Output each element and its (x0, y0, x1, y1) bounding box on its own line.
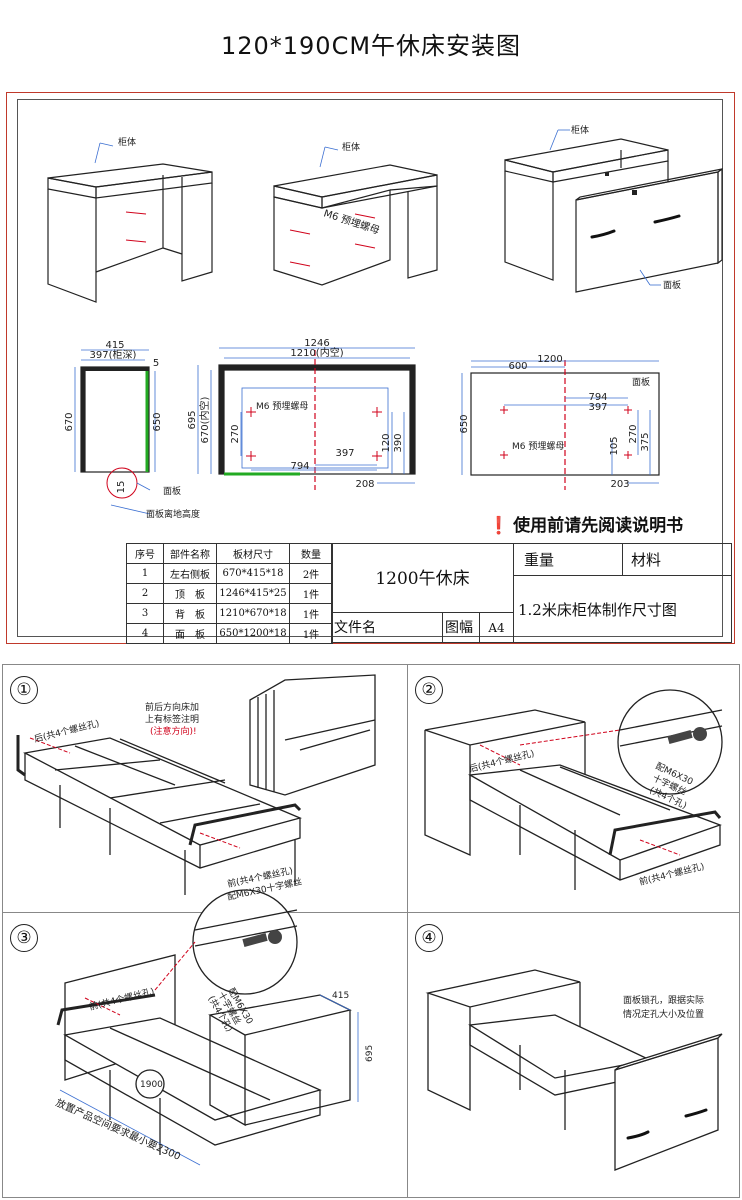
page-title: 120*190CM午休床安装图 (220, 32, 522, 60)
label-m6-nut-panel: M6 预埋螺母 (512, 441, 564, 452)
label-cabinet-3: 柜体 (571, 124, 589, 136)
cell-index: 2 (126, 583, 164, 604)
step3-dim-695: 695 (365, 1045, 375, 1062)
cell-part-name: 顶 板 (163, 583, 217, 604)
table-row: 3 背 板 1210*670*18 1件 (126, 603, 333, 624)
dim-270: 270 (230, 424, 241, 443)
step3-dim-1900: 1900 (140, 1080, 163, 1090)
header-part-name: 部件名称 (163, 543, 217, 564)
cell-part-name: 背 板 (163, 603, 217, 624)
cell-part-name: 面 板 (163, 623, 217, 644)
title-block-product: 1200午休床 (331, 543, 514, 613)
title-block-sheet-label: 图幅 (442, 612, 480, 643)
table-row: 1 左右侧板 670*415*18 2件 (126, 563, 333, 584)
dim-203: 203 (610, 479, 629, 490)
label-m6-nut-back: M6 预埋螺母 (256, 401, 308, 412)
dim-794: 794 (290, 461, 309, 472)
notice: ❗使用前请先阅读说明书 (488, 511, 683, 536)
step3-space-note: 放置产品空间要求最小要2300 (54, 1096, 183, 1163)
dim-650: 650 (152, 412, 163, 431)
dim-397-panel: 397 (588, 402, 607, 413)
drawing-sheet (6, 92, 735, 644)
label-cabinet-2: 柜体 (342, 141, 360, 153)
drawing-inner-frame (17, 99, 723, 637)
step1-note-3: (注意方向)! (150, 725, 197, 737)
dim-1246: 1246 (304, 338, 329, 349)
cell-part-name: 左右侧板 (163, 563, 217, 584)
step-3-number: ③ (10, 924, 38, 952)
cell-board-size: 1210*670*18 (216, 603, 290, 624)
label-panel-3d: 面板 (663, 279, 681, 291)
cell-quantity: 1件 (289, 583, 333, 604)
cell-quantity: 1件 (289, 623, 333, 644)
notice-text: 使用前请先阅读说明书 (513, 516, 684, 536)
step1-note-1: 前后方向床加 (145, 701, 199, 713)
dim-695: 695 (187, 410, 198, 429)
cabinet-drawings: 柜体 柜体 柜体 面板 M6 预埋螺母 M6 预埋螺母 M6 预埋螺母 面板 面… (47, 124, 723, 520)
label-cabinet-1: 柜体 (118, 136, 136, 148)
dim-397-back: 397 (335, 448, 354, 459)
step-2-number: ② (415, 676, 443, 704)
dim-208: 208 (355, 479, 374, 490)
cell-index: 3 (126, 603, 164, 624)
title-block-material: 材料 (622, 543, 732, 576)
cell-board-size: 650*1200*18 (216, 623, 290, 644)
exclamation-icon: ❗ (488, 516, 510, 536)
step-1-number: ① (10, 676, 38, 704)
label-m6-nut: M6 预埋螺母 (322, 207, 381, 236)
title-block-sheet-size: A4 (479, 612, 514, 643)
dim-794-panel: 794 (588, 392, 607, 403)
step1-note-2: 上有标签注明 (145, 713, 199, 725)
parts-table-header: 序号 部件名称 板材尺寸 数量 (126, 543, 333, 564)
cell-board-size: 670*415*18 (216, 563, 290, 584)
title-block-weight: 重量 (513, 543, 623, 576)
dim-670-inner: 670(内空) (198, 396, 211, 443)
step4-note-1: 面板锁孔，跟据实际 (623, 994, 704, 1006)
table-row: 2 顶 板 1246*415*25 1件 (126, 583, 333, 604)
header-index: 序号 (126, 543, 164, 564)
dim-415: 415 (105, 340, 124, 351)
cell-quantity: 2件 (289, 563, 333, 584)
step2-front-label: 前(共4个螺丝孔) (638, 860, 706, 888)
parts-table: 序号 部件名称 板材尺寸 数量 1 左右侧板 670*415*18 2件 2 顶… (126, 543, 333, 644)
label-panel-ground: 面板离地高度 (146, 508, 200, 520)
dim-105: 105 (609, 436, 620, 455)
step3-dim-415: 415 (332, 991, 349, 1001)
label-panel-side: 面板 (163, 485, 181, 497)
assembly-illustrations: 前后方向床加 上有标签注明 (注意方向)! 后(共4个螺丝孔) 前(共4个螺丝孔… (16, 674, 723, 1171)
dim-670: 670 (64, 412, 75, 431)
header-board-size: 板材尺寸 (216, 543, 290, 564)
table-row: 4 面 板 650*1200*18 1件 (126, 623, 333, 644)
dim-375: 375 (640, 432, 651, 451)
label-panel-plan: 面板 (632, 376, 650, 388)
cell-board-size: 1246*415*25 (216, 583, 290, 604)
cell-index: 4 (126, 623, 164, 644)
step1-back-label: 后(共4个螺丝孔) (33, 717, 101, 745)
title-block-file: 文件名 (331, 612, 443, 643)
header-quantity: 数量 (289, 543, 333, 564)
dim-1200: 1200 (537, 354, 562, 365)
step4-note-2: 情况定孔大小及位置 (623, 1008, 704, 1020)
dim-120: 120 (381, 433, 392, 452)
dim-15: 15 (116, 481, 127, 494)
dim-650-panel: 650 (459, 414, 470, 433)
dim-600: 600 (508, 361, 527, 372)
step-4-number: ④ (415, 924, 443, 952)
cell-quantity: 1件 (289, 603, 333, 624)
dim-397: 397(柜深) (90, 348, 137, 361)
dim-5: 5 (153, 358, 159, 369)
title-block-description: 1.2米床柜体制作尺寸图 (513, 575, 732, 643)
dim-390: 390 (393, 433, 404, 452)
cell-index: 1 (126, 563, 164, 584)
dim-270-panel: 270 (628, 424, 639, 443)
dim-1210: 1210(内空) (290, 346, 343, 359)
